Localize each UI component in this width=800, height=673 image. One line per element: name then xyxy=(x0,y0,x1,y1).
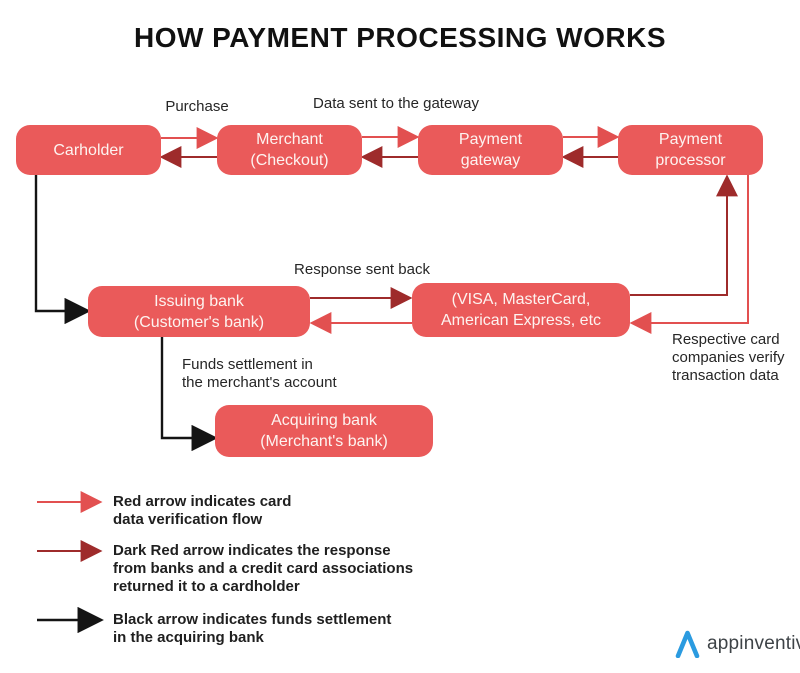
label-response-sent-back: Response sent back xyxy=(294,261,430,278)
brand-name: appinventiv xyxy=(707,633,800,654)
node-gateway-label-line2: gateway xyxy=(460,152,521,169)
node-gateway-label-line1: Payment xyxy=(458,131,523,148)
node-merchant-label-line1: Merchant xyxy=(256,131,323,148)
label-respective-card-companies: Respective card companies verify transac… xyxy=(672,331,800,385)
label-funds-settlement: Funds settlement in the merchant's accou… xyxy=(182,356,352,392)
legend-dark-red-line2: from banks and a credit card association… xyxy=(113,560,414,577)
brand-logo: appinventiv xyxy=(675,630,800,658)
node-payment-processor: Payment processor xyxy=(618,125,763,175)
node-acquiring-bank-label-line1: Acquiring bank xyxy=(271,412,377,429)
node-cardholder-label: Carholder xyxy=(53,141,124,159)
arrow-processor-to-card-companies xyxy=(629,175,749,334)
legend-red-line2: data verification flow xyxy=(113,511,263,528)
node-card-companies-label-line1: (VISA, MasterCard, xyxy=(451,291,591,308)
node-acquiring-bank: Acquiring bank (Merchant's bank) xyxy=(215,405,433,457)
node-acquiring-bank-label-line2: (Merchant's bank) xyxy=(260,433,388,450)
node-cardholder: Carholder xyxy=(16,125,161,175)
legend-black-line1: Black arrow indicates funds settlement xyxy=(113,611,392,628)
legend-red-line1: Red arrow indicates card xyxy=(113,493,292,510)
node-card-companies: (VISA, MasterCard, American Express, etc xyxy=(412,283,630,337)
label-respective-card-line1: Respective card xyxy=(672,331,780,348)
label-funds-settlement-line1: Funds settlement in xyxy=(182,356,313,373)
node-processor-label-line1: Payment xyxy=(658,131,723,148)
node-merchant-label-line2: (Checkout) xyxy=(250,152,329,169)
legend-black-text: Black arrow indicates funds settlement i… xyxy=(113,611,433,647)
node-processor-label-line2: processor xyxy=(655,152,726,169)
legend-black-line2: in the acquiring bank xyxy=(113,629,264,646)
legend-dark-red-line1: Dark Red arrow indicates the response xyxy=(113,542,391,559)
label-data-sent-to-gateway: Data sent to the gateway xyxy=(313,95,479,112)
node-issuing-bank-label-line2: (Customer's bank) xyxy=(133,313,265,331)
label-funds-settlement-line2: the merchant's account xyxy=(182,374,337,391)
label-respective-card-line2: companies verify xyxy=(672,349,785,366)
label-respective-card-line3: transaction data xyxy=(672,367,779,384)
node-issuing-bank: Issuing bank (Customer's bank) xyxy=(88,286,310,337)
arrow-cardholder-to-issuing-bank xyxy=(34,175,91,325)
label-purchase: Purchase xyxy=(165,98,229,115)
page-title: HOW PAYMENT PROCESSING WORKS xyxy=(133,22,667,53)
legend-dark-red-line3: returned it to a cardholder xyxy=(113,578,300,595)
legend-red-text: Red arrow indicates card data verificati… xyxy=(113,493,413,529)
arrow-card-companies-to-processor xyxy=(630,174,738,296)
appinventiv-logo-icon xyxy=(675,630,700,658)
node-payment-gateway: Payment gateway xyxy=(418,125,563,175)
node-issuing-bank-label-line1: Issuing bank xyxy=(154,292,244,310)
node-merchant: Merchant (Checkout) xyxy=(217,125,362,175)
legend-dark-red-text: Dark Red arrow indicates the response fr… xyxy=(113,542,433,596)
node-card-companies-label-line2: American Express, etc xyxy=(440,312,602,329)
arrow-issuing-bank-to-acquiring-bank xyxy=(160,337,218,452)
